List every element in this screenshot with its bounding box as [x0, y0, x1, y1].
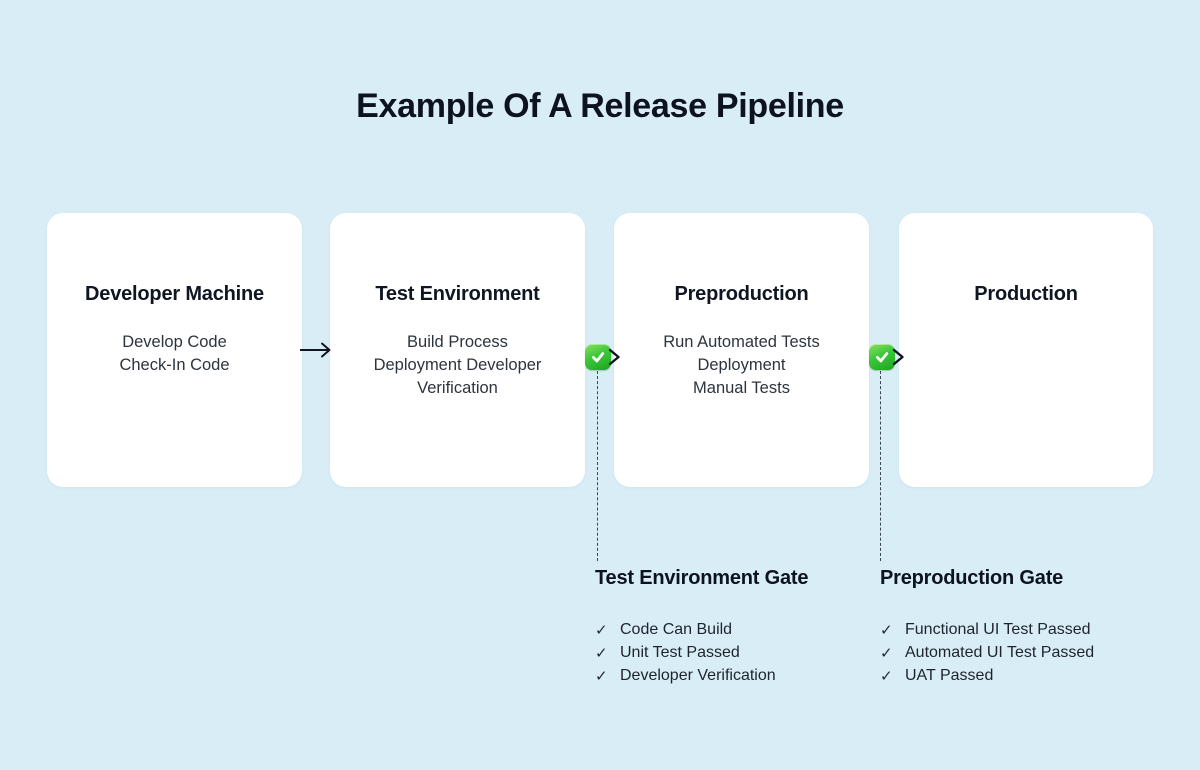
stage-details: Run Automated Tests Deployment Manual Te…: [614, 331, 869, 400]
arrowhead-icon: [892, 348, 904, 366]
gate-connector-line: [880, 371, 881, 561]
stage-card-developer-machine: Developer Machine Develop Code Check-In …: [47, 213, 302, 487]
stage-card-preproduction: Preproduction Run Automated Tests Deploy…: [614, 213, 869, 487]
gate-pass-check-icon: [869, 344, 895, 370]
stage-detail-line: Manual Tests: [693, 379, 790, 397]
stage-detail-line: Run Automated Tests: [663, 333, 820, 351]
gate-check-label: Unit Test Passed: [620, 643, 740, 661]
gate-preproduction: Preproduction Gate ✓ Functional UI Test …: [880, 567, 1094, 687]
gate-check-item: ✓ Automated UI Test Passed: [880, 641, 1094, 664]
check-icon: ✓: [880, 667, 893, 685]
gate-check-item: ✓ Developer Verification: [595, 664, 808, 687]
page-title: Example Of A Release Pipeline: [356, 87, 844, 125]
stage-details: Develop Code Check-In Code: [47, 331, 302, 377]
stage-card-test-environment: Test Environment Build Process Deploymen…: [330, 213, 585, 487]
gate-connector-line: [597, 371, 598, 561]
white-check-glyph: [876, 352, 889, 363]
stage-title: Preproduction: [674, 283, 809, 305]
stage-detail-line: Deployment: [697, 356, 786, 374]
check-icon: ✓: [880, 621, 893, 639]
stage-detail-line: Verification: [417, 379, 498, 397]
arrowhead-icon: [608, 348, 620, 366]
gate-check-item: ✓ Functional UI Test Passed: [880, 618, 1094, 641]
arrow-icon: [300, 342, 331, 358]
gate-title: Test Environment Gate: [595, 567, 809, 589]
gate-pass-check-icon: [585, 344, 611, 370]
gate-checklist: ✓ Code Can Build ✓ Unit Test Passed ✓ De…: [595, 618, 808, 687]
gate-check-item: ✓ Code Can Build: [595, 618, 808, 641]
check-icon: ✓: [595, 644, 608, 662]
stage-card-production: Production: [899, 213, 1153, 487]
gate-check-label: Developer Verification: [620, 666, 776, 684]
check-icon: ✓: [880, 644, 893, 662]
stage-detail-line: Develop Code: [122, 333, 227, 351]
gate-check-label: Code Can Build: [620, 620, 733, 638]
gate-test-environment: Test Environment Gate ✓ Code Can Build ✓…: [595, 567, 808, 687]
gate-check-label: UAT Passed: [905, 666, 994, 684]
stage-detail-line: Deployment Developer: [373, 356, 542, 374]
gate-check-item: ✓ UAT Passed: [880, 664, 1094, 687]
gate-title: Preproduction Gate: [880, 567, 1064, 589]
white-check-glyph: [592, 352, 605, 363]
stage-detail-line: Build Process: [407, 333, 508, 351]
gate-check-item: ✓ Unit Test Passed: [595, 641, 808, 664]
gate-checklist: ✓ Functional UI Test Passed ✓ Automated …: [880, 618, 1094, 687]
gate-check-label: Automated UI Test Passed: [905, 643, 1095, 661]
stage-detail-line: Check-In Code: [119, 356, 230, 374]
check-icon: ✓: [595, 621, 608, 639]
gate-check-label: Functional UI Test Passed: [905, 620, 1091, 638]
stage-details: Build Process Deployment Developer Verif…: [330, 331, 585, 400]
check-icon: ✓: [595, 667, 608, 685]
stage-title: Production: [974, 283, 1078, 305]
stage-title: Test Environment: [375, 283, 540, 305]
stage-title: Developer Machine: [85, 283, 264, 305]
